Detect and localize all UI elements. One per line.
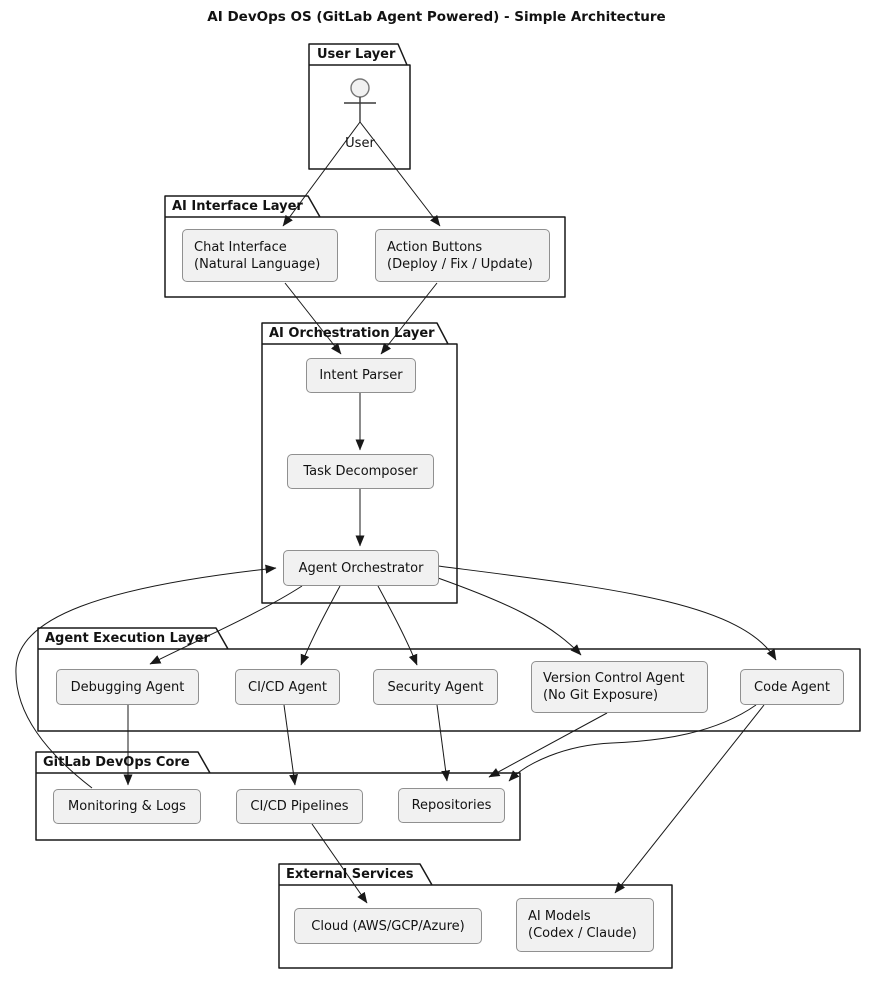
diagram-edges — [15, 121, 777, 904]
node-label: Debugging Agent — [70, 679, 185, 695]
node-label: AI Models — [528, 909, 591, 924]
node-label: Version Control Agent — [543, 671, 685, 686]
node-ai-models: AI Models (Codex / Claude) — [516, 898, 654, 952]
package-agent-execution-layer — [37, 627, 861, 732]
node-task-decomposer: Task Decomposer — [287, 454, 434, 489]
node-cloud: Cloud (AWS/GCP/Azure) — [294, 908, 482, 944]
actor-head — [350, 78, 370, 98]
node-debugging-agent: Debugging Agent — [56, 669, 199, 705]
node-agent-orchestrator: Agent Orchestrator — [283, 550, 439, 586]
edge-code-agent-to-repositories — [508, 704, 757, 782]
package-external-services — [278, 863, 673, 969]
edge-version-control-agent-to-repositories — [488, 712, 608, 778]
package-label-ai-interface-layer: AI Interface Layer — [172, 199, 303, 214]
node-chat-interface: Chat Interface (Natural Language) — [182, 229, 338, 282]
node-intent-parser: Intent Parser — [306, 358, 416, 393]
package-user-layer — [308, 43, 411, 170]
node-label: Monitoring & Logs — [68, 799, 186, 814]
node-action-buttons: Action Buttons (Deploy / Fix / Update) — [375, 229, 550, 282]
node-cicd-agent: CI/CD Agent — [235, 669, 340, 705]
node-label: Task Decomposer — [303, 464, 418, 479]
node-label: (Natural Language) — [194, 256, 321, 272]
node-label: (Deploy / Fix / Update) — [387, 256, 533, 272]
node-monitoring-logs: Monitoring & Logs — [53, 789, 201, 824]
node-label: Action Buttons — [387, 239, 483, 255]
node-label: (Codex / Claude) — [528, 926, 637, 941]
node-label: Code Agent — [754, 679, 830, 695]
edge-cicd-pipelines-to-cloud — [311, 823, 368, 904]
package-gitlab-devops-core — [35, 751, 521, 841]
package-ai-orchestration-layer — [261, 322, 458, 604]
edge-chat-interface-to-intent-parser — [284, 282, 342, 355]
node-label: Intent Parser — [319, 368, 403, 383]
package-label-user-layer: User Layer — [317, 47, 396, 62]
edge-monitoring-logs-to-orchestrator — [15, 564, 277, 789]
package-label-gitlab-devops-core: GitLab DevOps Core — [43, 755, 190, 770]
edge-orchestrator-to-code-agent — [437, 565, 777, 661]
node-cicd-pipelines: CI/CD Pipelines — [236, 789, 363, 824]
node-label: Agent Orchestrator — [298, 560, 424, 576]
edge-action-buttons-to-intent-parser — [380, 282, 438, 355]
actor-body — [344, 97, 376, 122]
edge-orchestrator-to-cicd-agent — [300, 585, 341, 666]
package-outlines — [35, 43, 861, 969]
user-actor-icon — [344, 78, 376, 122]
edge-code-agent-to-ai-models — [614, 704, 765, 894]
edge-user-to-chat-interface — [282, 121, 361, 227]
edge-security-agent-to-repositories — [436, 704, 451, 782]
node-label: CI/CD Pipelines — [250, 799, 349, 814]
edge-user-to-action-buttons — [359, 121, 441, 227]
node-label: Security Agent — [387, 679, 484, 695]
edge-orchestrator-to-version-control-agent — [437, 577, 582, 656]
node-label: Chat Interface — [194, 239, 287, 255]
node-label: (No Git Exposure) — [543, 688, 659, 703]
node-security-agent: Security Agent — [373, 669, 498, 705]
package-label-external-services: External Services — [286, 867, 414, 882]
edge-orchestrator-to-debugging-agent — [149, 585, 303, 665]
node-label: Cloud (AWS/GCP/Azure) — [311, 918, 465, 934]
node-version-control-agent: Version Control Agent (No Git Exposure) — [531, 661, 708, 713]
edge-orchestrator-to-security-agent — [377, 585, 418, 666]
package-label-agent-execution-layer: Agent Execution Layer — [45, 631, 210, 646]
package-label-ai-orchestration-layer: AI Orchestration Layer — [269, 326, 435, 341]
edge-cicd-agent-to-cicd-pipelines — [283, 704, 299, 786]
node-repositories: Repositories — [398, 788, 505, 823]
node-label: CI/CD Agent — [248, 679, 327, 695]
actor-label: User — [345, 136, 375, 151]
node-code-agent: Code Agent — [740, 669, 844, 705]
node-label: Repositories — [411, 798, 492, 813]
diagram-title: AI DevOps OS (GitLab Agent Powered) - Si… — [207, 9, 666, 25]
